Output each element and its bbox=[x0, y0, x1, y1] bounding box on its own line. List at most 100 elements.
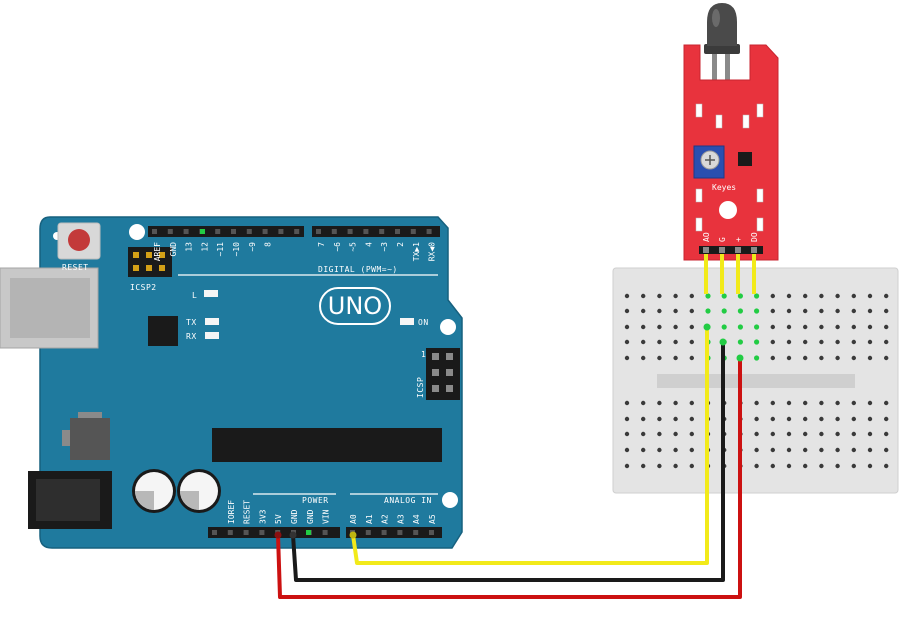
breadboard-hole bbox=[657, 339, 662, 345]
breadboard-hole bbox=[673, 355, 678, 361]
digital-header-right bbox=[312, 226, 440, 237]
icsp2-pin bbox=[146, 265, 152, 271]
power-pin-label: IOREF bbox=[227, 500, 236, 524]
breadboard-hole bbox=[657, 400, 662, 406]
header-pin bbox=[365, 530, 371, 535]
l-led-label: L bbox=[192, 291, 197, 300]
breadboard-hole bbox=[754, 447, 759, 453]
ir-led-rim bbox=[704, 44, 740, 54]
smd-component bbox=[756, 217, 764, 232]
wire-black-gnd[interactable] bbox=[291, 342, 725, 582]
sensor-mounting-hole bbox=[719, 201, 737, 219]
breadboard-hole bbox=[770, 293, 775, 299]
breadboard-hole bbox=[641, 324, 646, 330]
breadboard-hole bbox=[884, 355, 889, 361]
breadboard-hole bbox=[770, 416, 775, 422]
power-label: POWER bbox=[302, 496, 329, 505]
header-pin bbox=[379, 229, 385, 234]
ir-led-lead bbox=[725, 52, 730, 88]
top-pin-label: 7 bbox=[317, 242, 326, 247]
top-pin-label: 2 bbox=[396, 242, 405, 247]
header-pin bbox=[381, 530, 387, 535]
breadboard-hole bbox=[884, 293, 889, 299]
on-led-label: ON bbox=[418, 318, 429, 327]
icsp-pin bbox=[432, 385, 439, 392]
breadboard-hole bbox=[803, 324, 808, 330]
header-pin bbox=[331, 229, 337, 234]
breadboard-hole bbox=[819, 339, 824, 345]
breadboard-hole bbox=[689, 339, 694, 345]
uno-logo-text: UNO bbox=[328, 292, 382, 320]
digital-header-left bbox=[148, 226, 304, 237]
breadboard-hole bbox=[754, 339, 760, 345]
breadboard-hole bbox=[673, 463, 678, 469]
breadboard-hole bbox=[673, 447, 678, 453]
mounting-hole bbox=[440, 319, 456, 335]
uno-logo bbox=[319, 287, 391, 325]
breadboard-hole bbox=[835, 447, 840, 453]
icsp-pin bbox=[446, 353, 453, 360]
breadboard-hole bbox=[624, 400, 630, 406]
breadboard-hole bbox=[721, 324, 727, 330]
analog-pin-label: A5 bbox=[428, 514, 437, 524]
breadboard-hole bbox=[819, 416, 824, 422]
header-pin bbox=[397, 530, 403, 535]
breadboard-hole bbox=[851, 308, 856, 314]
on-led bbox=[400, 318, 414, 325]
icsp2-header bbox=[128, 247, 172, 277]
breadboard-hole bbox=[867, 463, 873, 469]
sensor-pcb bbox=[683, 44, 779, 261]
usb-chip bbox=[148, 316, 178, 346]
icsp-pin bbox=[432, 369, 439, 376]
top-pin-label: TX▶1 bbox=[412, 242, 421, 261]
breadboard-hole bbox=[673, 324, 678, 330]
breadboard-hole bbox=[867, 431, 873, 437]
breadboard-hole bbox=[851, 324, 856, 330]
breadboard-hole bbox=[851, 463, 856, 469]
reset-button-cap[interactable] bbox=[68, 229, 90, 251]
mounting-hole bbox=[442, 492, 458, 508]
ir-led-lead bbox=[712, 52, 717, 88]
smd-component bbox=[756, 188, 764, 203]
breadboard-hole bbox=[673, 293, 678, 299]
header-pin bbox=[363, 229, 369, 234]
breadboard-hole bbox=[624, 447, 630, 453]
sensor-pin bbox=[703, 247, 709, 253]
top-pin-label: AREF bbox=[153, 242, 162, 261]
active-pin bbox=[200, 229, 205, 234]
breadboard-hole bbox=[705, 293, 711, 299]
header-pin bbox=[278, 229, 284, 234]
breadboard-hole bbox=[786, 447, 792, 453]
breadboard-hole bbox=[819, 293, 824, 299]
rx-led bbox=[205, 332, 219, 339]
wire-red-5v[interactable] bbox=[276, 358, 742, 599]
breadboard-hole bbox=[884, 463, 889, 469]
digital-label: DIGITAL (PWM=~) bbox=[318, 265, 398, 274]
breadboard-hole bbox=[754, 355, 760, 361]
wire-yellow-a0[interactable] bbox=[351, 327, 709, 565]
breadboard-hole bbox=[851, 416, 856, 422]
breadboard-hole bbox=[803, 400, 808, 406]
breadboard-hole bbox=[835, 400, 840, 406]
icsp-header bbox=[426, 348, 460, 400]
voltage-regulator-tab bbox=[62, 430, 70, 446]
breadboard-hole bbox=[689, 293, 694, 299]
breadboard-hole bbox=[786, 463, 792, 469]
breadboard-hole bbox=[867, 400, 873, 406]
analog-pin-label: A0 bbox=[349, 514, 358, 524]
header-pin bbox=[413, 530, 419, 535]
sensor-pin-label: DO bbox=[750, 232, 759, 242]
breadboard-hole bbox=[754, 463, 759, 469]
power-pin-label: VIN bbox=[322, 509, 331, 524]
breadboard-hole bbox=[641, 447, 646, 453]
power-pin-label: GND bbox=[290, 509, 299, 524]
breadboard-hole bbox=[803, 355, 808, 361]
breadboard-hole bbox=[641, 308, 646, 314]
smd-component bbox=[695, 217, 703, 232]
header-pin bbox=[152, 229, 157, 234]
header-pin bbox=[294, 229, 300, 234]
breadboard-hole bbox=[835, 293, 840, 299]
l-led bbox=[204, 290, 218, 297]
breadboard-hole bbox=[884, 447, 889, 453]
